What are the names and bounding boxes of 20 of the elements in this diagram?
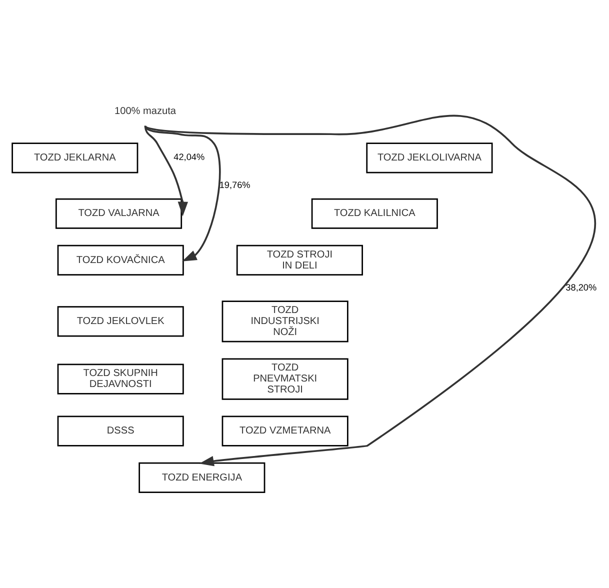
node-box: TOZD PNEVMATSKI STROJI [222,358,348,400]
node-box: TOZD ENERGIJA [138,462,266,493]
arrow [144,125,188,216]
edge-label: 42,04% [174,152,205,162]
node-box: TOZD INDUSTRIJSKI NOŽI [222,300,348,342]
node-box: TOZD JEKLOVLEK [57,306,184,336]
node-box: TOZD STROJI IN DELI [236,244,363,276]
edge-label: 38,20% [566,282,597,292]
arrow [144,114,596,466]
node-box: TOZD JEKLOLIVARNA [366,142,493,173]
node-box: TOZD KOVAČNICA [57,244,184,276]
node-box: TOZD JEKLARNA [12,142,138,173]
node-box: TOZD SKUPNIH DEJAVNOSTI [57,363,184,394]
node-box: TOZD VZMETARNA [222,415,348,446]
node-text: 100% mazuta [114,105,176,116]
node-box: TOZD KALILNICA [311,198,438,228]
node-box: DSSS [57,415,184,446]
node-box: TOZD VALJARNA [55,198,182,228]
arrow [144,125,221,261]
edge-label: 19,76% [219,180,250,190]
